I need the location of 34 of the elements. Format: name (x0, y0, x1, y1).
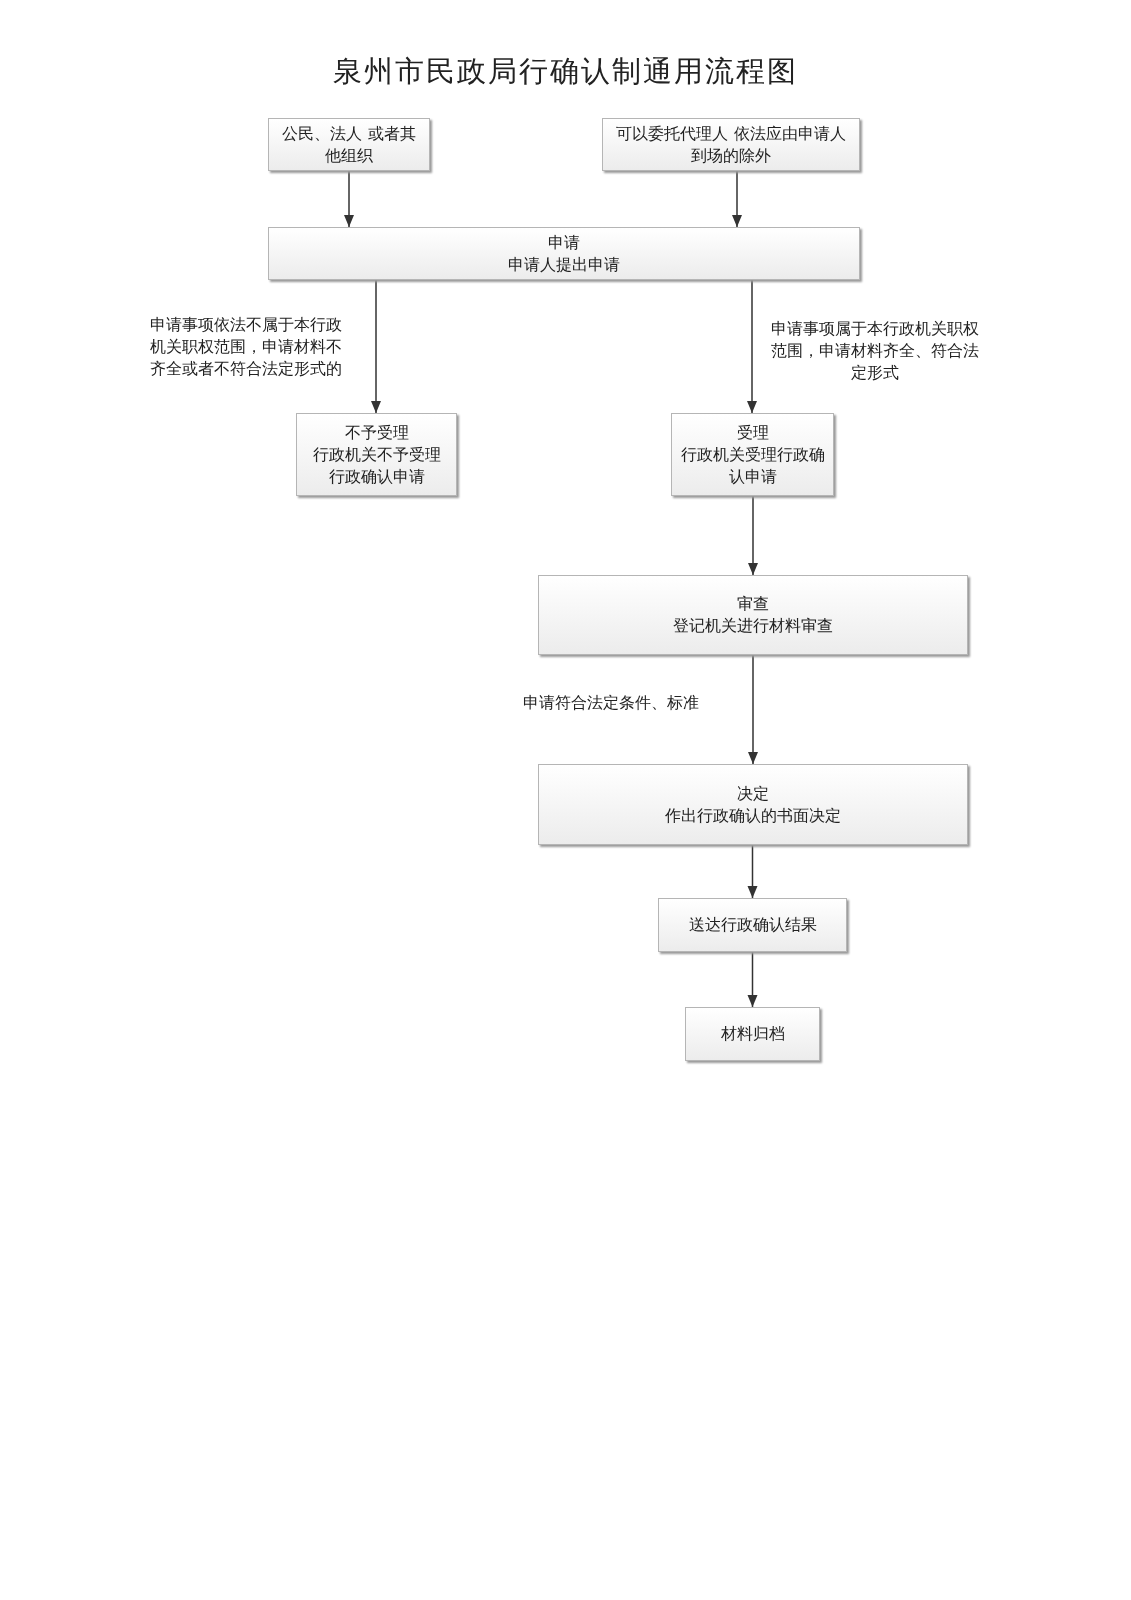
box-text: 申请人提出申请 (508, 253, 620, 276)
process-box (685, 1007, 820, 1061)
arrow (747, 951, 758, 1008)
box-text: 送达行政确认结果 (688, 914, 817, 936)
box-text: 材料归档 (720, 1023, 785, 1045)
process-box (296, 413, 457, 496)
process-box (538, 764, 968, 845)
arrow (748, 654, 758, 765)
arrow (732, 170, 742, 228)
box-heading: 决定 (737, 782, 769, 805)
box-heading: 审查 (737, 593, 769, 615)
process-box (268, 227, 860, 280)
arrow (748, 495, 758, 576)
process-box (268, 118, 430, 171)
process-box (602, 118, 860, 171)
box-heading: 申请 (548, 231, 580, 254)
box-text: 行政机关受理行政确认申请 (680, 443, 825, 488)
box-text: 可以委托代理人 依法应由申请人到场的除外 (615, 122, 847, 167)
arrow (747, 279, 757, 414)
title: 泉州市民政局行确认制通用流程图 (332, 53, 799, 90)
arrow (747, 844, 758, 899)
box-text: 作出行政确认的书面决定 (665, 804, 841, 827)
box-heading: 受理 (736, 421, 769, 444)
process-box (658, 898, 847, 952)
arrow (344, 170, 354, 228)
box-text: 行政机关不予受理行政确认申请 (311, 443, 442, 488)
arrow (371, 279, 381, 414)
box-text: 公民、法人 或者其他组织 (281, 122, 417, 167)
process-box (538, 575, 968, 655)
box-text: 登记机关进行材料审查 (673, 615, 833, 637)
process-box (671, 413, 834, 496)
box-heading: 不予受理 (344, 421, 409, 444)
edge-label: 申请事项属于本行政机关职权范围，申请材料齐全、符合法定形式 (768, 318, 982, 384)
edge-label: 申请事项依法不属于本行政机关职权范围，申请材料不齐全或者不符合法定形式的 (148, 314, 343, 380)
